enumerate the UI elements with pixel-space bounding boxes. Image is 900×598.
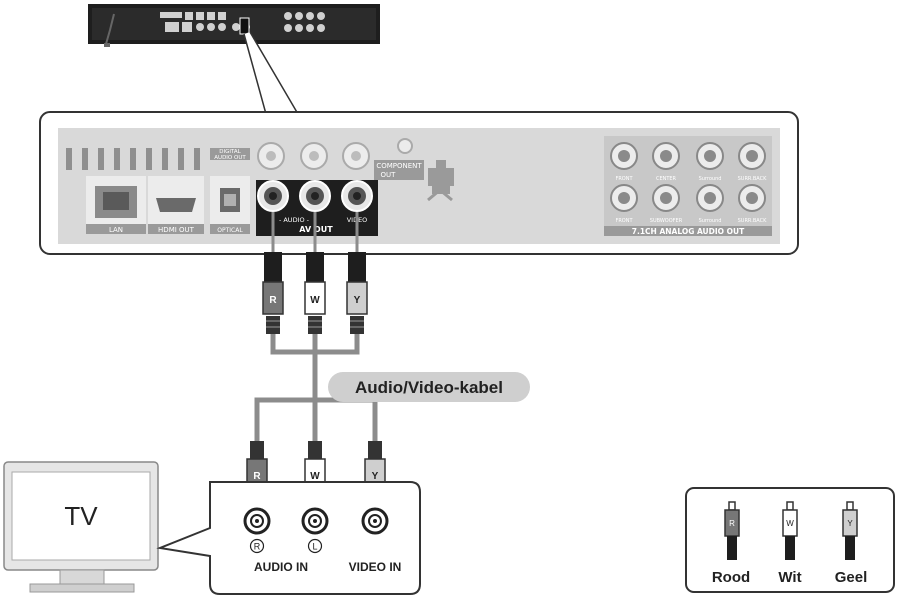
plug-letter-w-upper: W [310,295,320,306]
av-out-jacks: - AUDIO - VIDEO AV OUT [256,180,378,236]
legend-label-geel: Geel [835,569,868,586]
optical-label: OPTICAL [217,227,243,234]
plug-letter-r-upper: R [269,295,277,306]
plug-letter-r-lower: R [253,471,261,482]
tv-input-panel: R L AUDIO IN VIDEO IN [156,481,421,595]
legend-letter-w: W [786,519,794,528]
lan-label: LAN [109,226,123,234]
jack-l-label: L [312,542,317,552]
av-cable [254,334,378,441]
audio-label: - AUDIO - [279,216,310,224]
legend-label-rood: Rood [712,569,750,586]
analog-bottom-1: FRONT [615,218,633,224]
component-jacks [257,138,413,170]
analog-bottom-4: SURR.BACK [738,218,767,224]
tv-screen-text: TV [64,501,98,531]
analog-top-3: Surround [699,176,722,182]
component-label-1: COMPONENT [376,162,422,170]
analog-top-2: CENTER [656,176,677,182]
legend-label-wit: Wit [778,569,801,586]
fan-icon [427,160,454,202]
hdmi-out-label: HDMI OUT [158,226,195,234]
analog-top-1: FRONT [615,176,633,182]
cable-label-text: Audio/Video-kabel [355,378,503,397]
analog-bottom-3: Surround [699,218,722,224]
player-top-view [88,4,380,47]
cable-label: Audio/Video-kabel [328,372,530,402]
cable-plugs-upper: R W Y [262,252,368,334]
legend-letter-r: R [729,519,735,528]
analog-top-4: SURR.BACK [738,176,767,182]
digital-label-1: DIGITAL [219,149,241,155]
plug-letter-y-upper: Y [354,295,361,306]
legend-item-yellow: Y Geel [835,501,868,586]
legend-letter-y: Y [847,519,853,528]
analog-audio-jacks: FRONT CENTER Surround SURR.BACK FRONT SU… [604,136,772,236]
color-legend: R Rood W Wit Y Geel [685,487,895,593]
audio-in-label: AUDIO IN [254,560,308,574]
legend-item-red: R Rood [712,501,750,586]
analog-title: 7.1CH ANALOG AUDIO OUT [632,227,745,236]
plug-letter-y-lower: Y [372,471,379,482]
zoom-callout [243,31,300,115]
jack-r-label: R [254,542,261,552]
plug-letter-w-lower: W [310,471,320,482]
rear-panel: LAN HDMI OUT DIGITAL AUDIO OUT OPTICAL C… [39,111,799,255]
video-in-label: VIDEO IN [349,560,402,574]
legend-item-white: W Wit [778,501,802,586]
tv-set: TV [3,461,159,593]
digital-label-2: AUDIO OUT [214,155,246,161]
component-label-2: OUT [381,171,397,179]
analog-bottom-2: SUBWOOFER [650,218,683,224]
